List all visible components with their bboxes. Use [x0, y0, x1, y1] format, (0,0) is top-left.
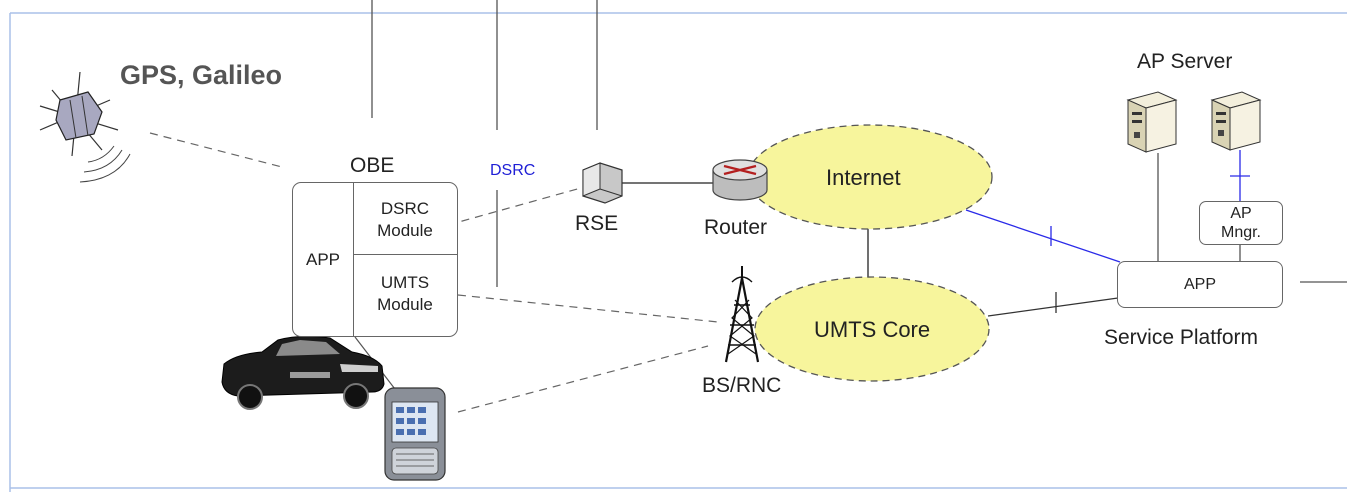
umts-core-cloud — [754, 276, 990, 382]
obe-divider-horizontal — [353, 254, 457, 255]
internet-cloud — [747, 124, 993, 230]
phone-bs-link — [457, 345, 709, 413]
ap-server-icon-2 — [1210, 91, 1262, 151]
bs-rnc-label: BS/RNC — [702, 374, 782, 397]
bs-tower-icon — [724, 266, 760, 363]
service-platform-box: APP — [1117, 261, 1283, 308]
dsrc-module-cell: DSRC Module — [377, 199, 433, 240]
router-icon — [712, 159, 768, 201]
umts-bs-link — [457, 294, 719, 323]
ap-mngr-label: AP Mngr. — [1220, 205, 1261, 241]
umts-module-cell: UMTS Module — [377, 273, 433, 314]
dsrc-link-label: DSRC — [490, 162, 536, 179]
ap-server-label: AP Server — [1137, 50, 1233, 73]
router-label: Router — [704, 216, 768, 239]
internet-platform-link — [965, 209, 1121, 263]
gps-obe-link — [149, 132, 283, 168]
ap-mngr-box: AP Mngr. — [1199, 201, 1283, 245]
rse-label: RSE — [575, 212, 619, 235]
obe-label: OBE — [350, 154, 395, 177]
umts-platform-link — [987, 297, 1119, 317]
smartphone-icon — [384, 387, 446, 481]
obe-box: APP DSRC Module UMTS Module — [292, 182, 458, 337]
car-icon — [221, 335, 385, 410]
ap-server-icon-1 — [1126, 91, 1178, 153]
rse-device-icon — [582, 162, 623, 204]
gps-galileo-label: GPS, Galileo — [120, 60, 283, 90]
obe-app-cell: APP — [305, 249, 341, 269]
satellite-icon — [39, 71, 131, 183]
dsrc-rse-link — [447, 187, 582, 226]
service-platform-label: Service Platform — [1104, 326, 1259, 349]
internet-label: Internet — [826, 165, 901, 190]
service-app-cell: APP — [1183, 275, 1216, 293]
umts-core-label: UMTS Core — [814, 317, 931, 342]
obe-divider-vertical — [353, 183, 354, 336]
